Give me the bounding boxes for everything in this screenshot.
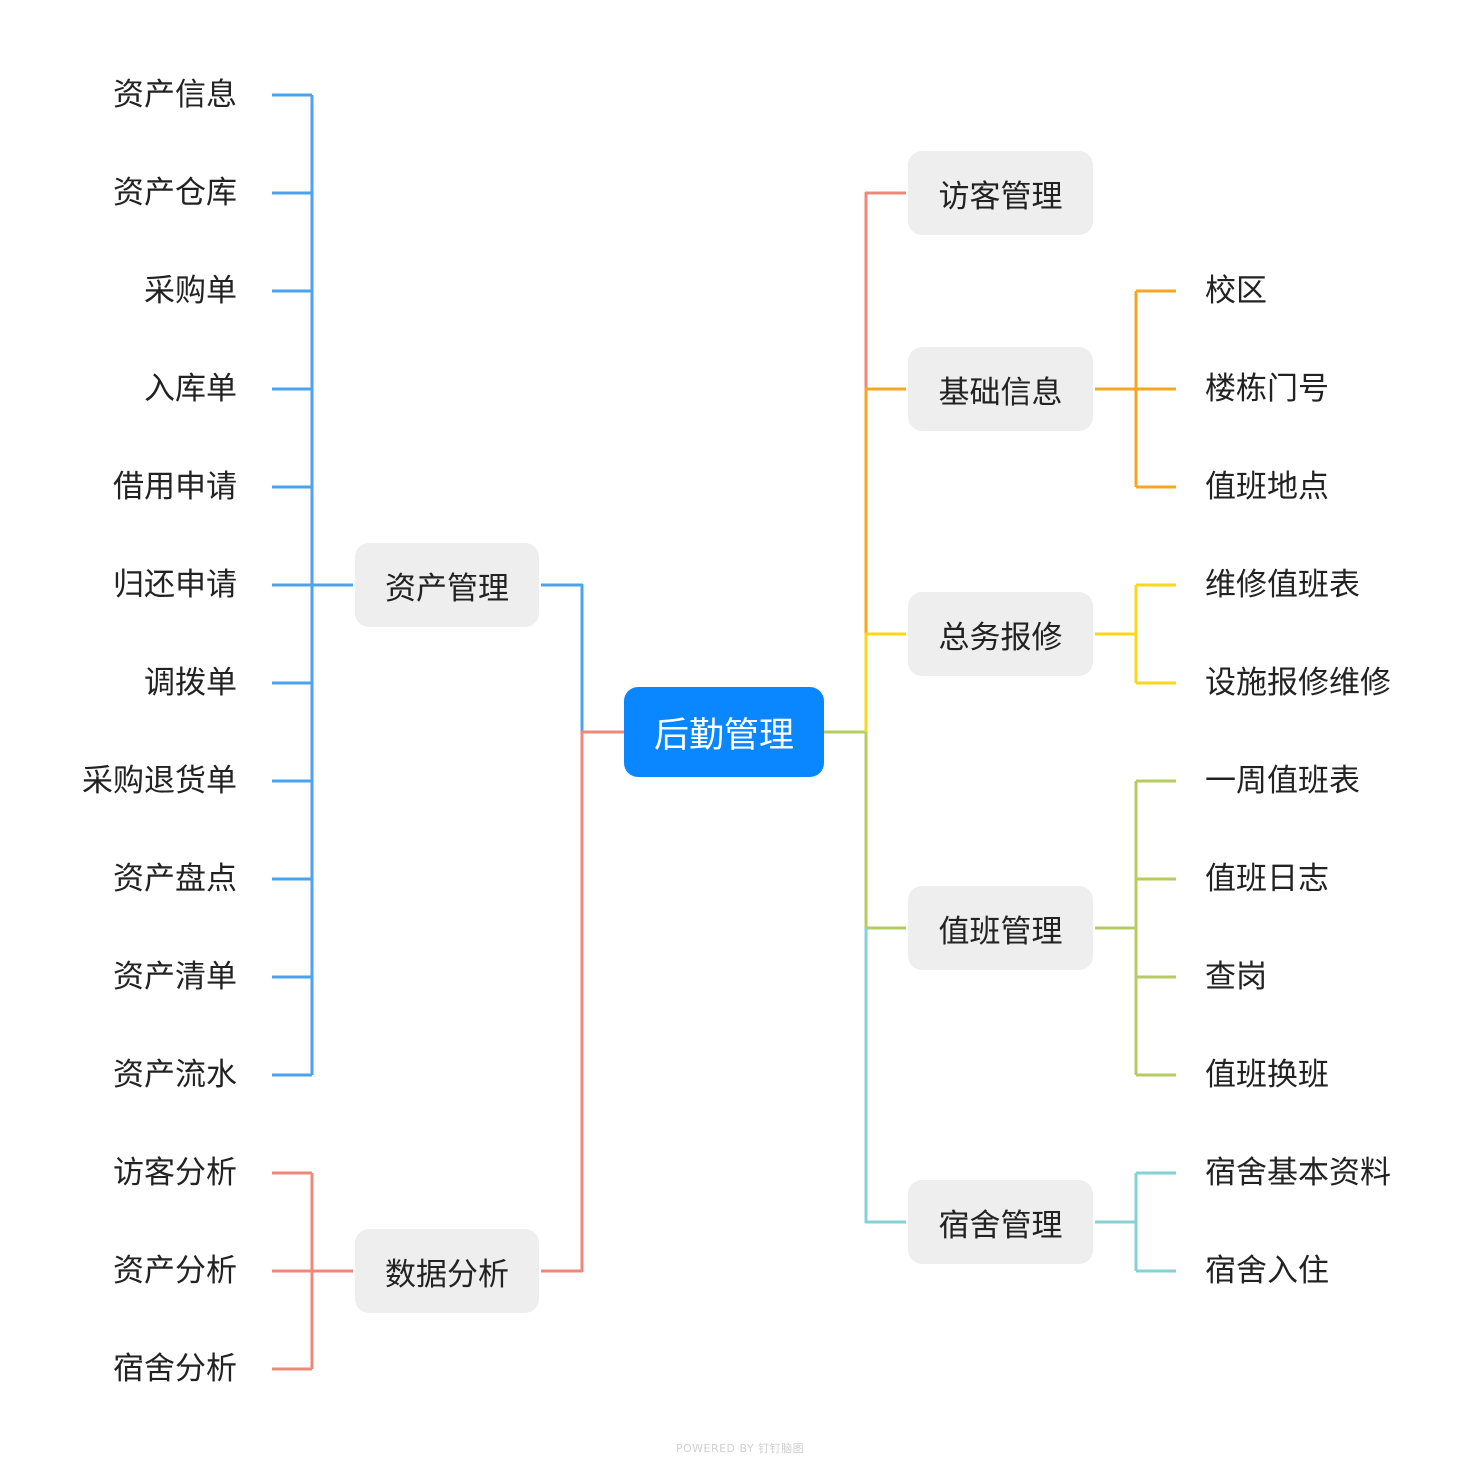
leaf-building-door-number[interactable]: 楼栋门号	[1205, 371, 1329, 407]
watermark: POWERED BY 钉钉脑图	[675, 1442, 805, 1455]
branch-visitor-management[interactable]: 访客管理	[908, 151, 1093, 235]
branch-basic-info[interactable]: 基础信息	[908, 347, 1093, 431]
leaf-dorm-analysis[interactable]: 宿舍分析	[113, 1351, 237, 1387]
connector-root-repair	[864, 632, 906, 732]
leaf-dorm-check-in[interactable]: 宿舍入住	[1205, 1253, 1329, 1289]
leaf-stock-in-order[interactable]: 入库单	[144, 371, 237, 407]
leaf-visitor-analysis[interactable]: 访客分析	[113, 1155, 237, 1191]
leaf-dorm-basic-info[interactable]: 宿舍基本资料	[1205, 1155, 1391, 1191]
leaf-purchase-return-order[interactable]: 采购退货单	[82, 763, 237, 799]
leaf-asset-warehouse[interactable]: 资产仓库	[113, 175, 237, 211]
leaf-duty-location[interactable]: 值班地点	[1205, 469, 1329, 505]
leaf-campus[interactable]: 校区	[1205, 273, 1267, 309]
leaf-return-request[interactable]: 归还申请	[113, 567, 237, 603]
leaf-borrow-request[interactable]: 借用申请	[113, 469, 237, 505]
leaf-asset-inventory[interactable]: 资产盘点	[113, 861, 237, 897]
leaf-asset-info[interactable]: 资产信息	[113, 77, 237, 113]
leaf-weekly-duty-schedule[interactable]: 一周值班表	[1205, 763, 1360, 799]
leaf-facility-repair[interactable]: 设施报修维修	[1205, 665, 1391, 701]
leaf-duty-check[interactable]: 查岗	[1205, 959, 1267, 995]
leaf-asset-list[interactable]: 资产清单	[113, 959, 237, 995]
branch-duty-management[interactable]: 值班管理	[908, 886, 1093, 970]
branch-data-analysis[interactable]: 数据分析	[355, 1229, 539, 1313]
branch-asset-management[interactable]: 资产管理	[355, 543, 539, 627]
root-node[interactable]: 后勤管理	[624, 687, 824, 777]
branch-general-repair[interactable]: 总务报修	[908, 592, 1093, 676]
connector-root-data-analysis	[541, 730, 624, 1273]
connector-root-dorm	[864, 928, 906, 1224]
connector-root-duty	[864, 732, 906, 930]
leaf-transfer-order[interactable]: 调拨单	[144, 665, 237, 701]
leaf-asset-analysis[interactable]: 资产分析	[113, 1253, 237, 1289]
connector-root-asset-management	[541, 583, 624, 734]
connector-root-basic-info	[864, 387, 906, 732]
connector-root-visitor	[864, 191, 906, 732]
leaf-duty-swap[interactable]: 值班换班	[1205, 1057, 1329, 1093]
leaf-repair-duty-schedule[interactable]: 维修值班表	[1205, 567, 1360, 603]
branch-dorm-management[interactable]: 宿舍管理	[908, 1180, 1093, 1264]
leaf-purchase-order[interactable]: 采购单	[144, 273, 237, 309]
leaf-duty-log[interactable]: 值班日志	[1205, 861, 1329, 897]
leaf-asset-flow[interactable]: 资产流水	[113, 1057, 237, 1093]
